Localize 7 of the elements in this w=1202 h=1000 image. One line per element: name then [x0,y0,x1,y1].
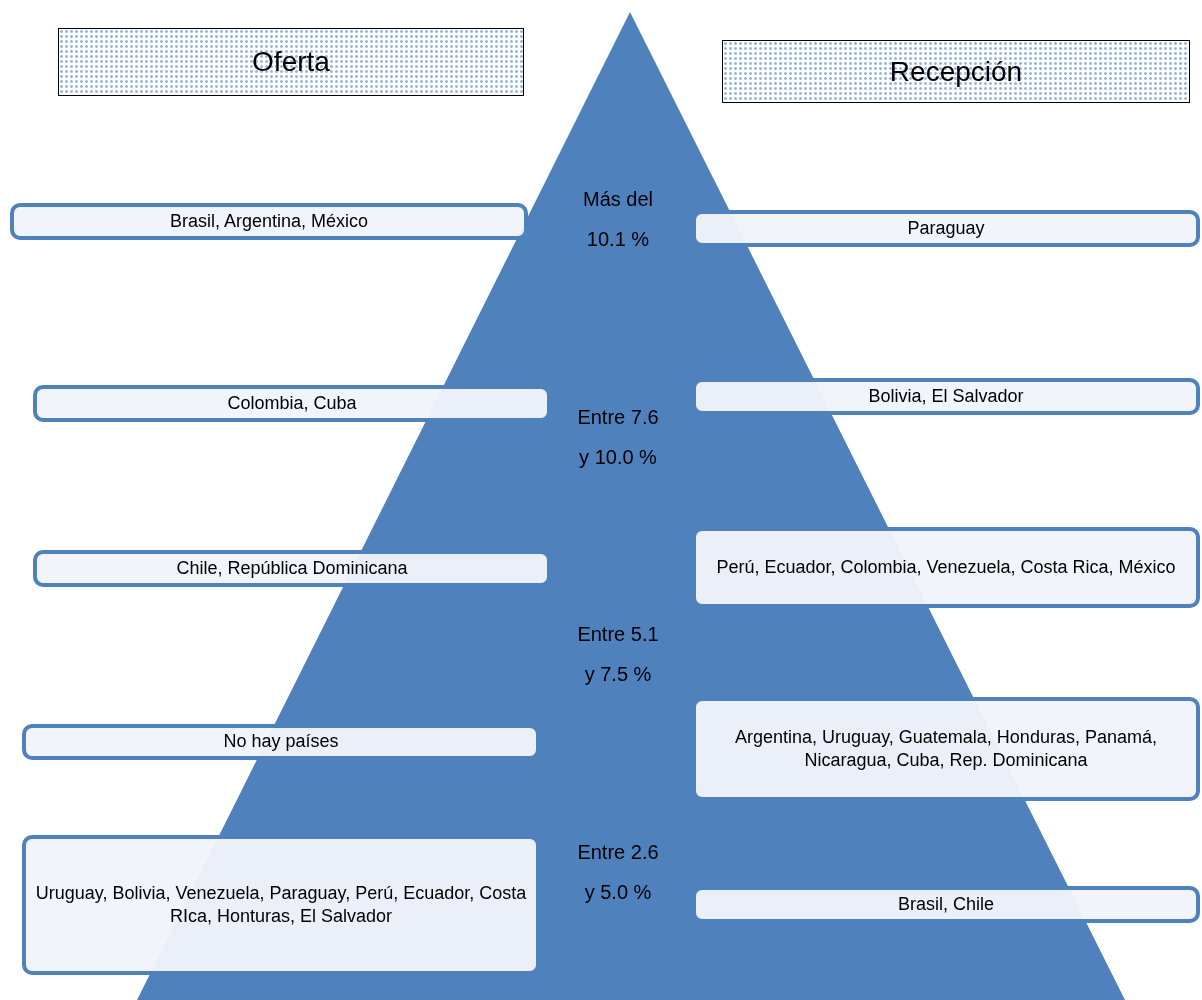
range-label: Más del 10.1 % [582,187,654,252]
range-label: Entre 7.6 y 10.0 % [576,405,660,470]
range-label: Entre 5.1 y 7.5 % [576,622,660,687]
country-list-box: Brasil, Argentina, México [10,203,528,240]
column-header: Oferta [58,28,524,96]
column-header: Recepción [722,40,1190,103]
range-label: Entre 2.6 y 5.0 % [576,840,660,905]
